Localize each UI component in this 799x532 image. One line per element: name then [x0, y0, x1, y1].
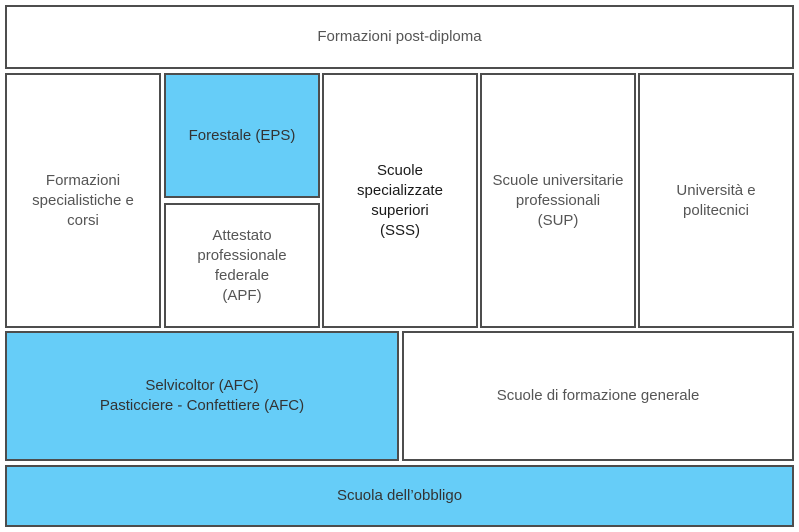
- sss-label: Scuole specializzate superiori (SSS): [357, 161, 443, 239]
- afc-box: Selvicoltor (AFC) Pasticciere - Confetti…: [5, 331, 399, 461]
- sup-box: Scuole universitarie professionali (SUP): [480, 73, 636, 328]
- compulsory-school-box: Scuola dell’obbligo: [5, 465, 794, 527]
- specialist-courses-box: Formazioni specialistiche e corsi: [5, 73, 161, 328]
- general-schools-label: Scuole di formazione generale: [496, 387, 700, 404]
- sup-label: Scuole universitarie professionali (SUP): [492, 171, 624, 229]
- post-diploma-box: Formazioni post-diploma: [5, 5, 794, 69]
- post-diploma-label: Formazioni post-diploma: [317, 28, 482, 45]
- forestale-eps-label: Forestale (EPS): [188, 126, 296, 144]
- apf-box: Attestato professionale federale (APF): [164, 203, 320, 328]
- forestale-eps-box: Forestale (EPS): [164, 73, 320, 198]
- university-box: Università e politecnici: [638, 73, 794, 328]
- compulsory-school-label: Scuola dell’obbligo: [336, 487, 463, 504]
- specialist-courses-label: Formazioni specialistiche e corsi: [32, 171, 134, 229]
- afc-label: Selvicoltor (AFC) Pasticciere - Confetti…: [99, 377, 305, 414]
- university-label: Università e politecnici: [676, 181, 756, 219]
- general-schools-box: Scuole di formazione generale: [402, 331, 794, 461]
- apf-label: Attestato professionale federale (APF): [197, 226, 287, 304]
- sss-box: Scuole specializzate superiori (SSS): [322, 73, 478, 328]
